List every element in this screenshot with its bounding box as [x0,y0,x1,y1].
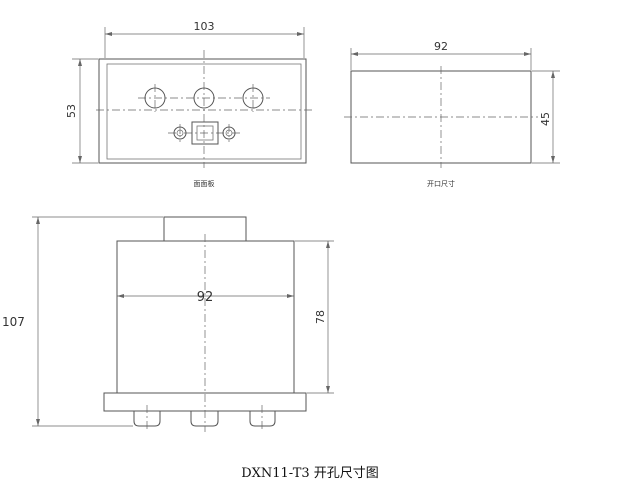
side-width-value: 92 [197,290,214,305]
cutout-width-value: 92 [434,40,448,53]
indicator-lamp-right [242,84,264,112]
foot-center [190,411,219,427]
body-height-value: 78 [314,310,327,324]
front-panel-view: 103 53 面面板 [65,20,312,188]
total-height-value: 107 [2,315,25,329]
panel-width-dimension: 103 [104,20,305,58]
cutout-height-value: 45 [539,112,552,126]
panel-outer-frame [98,58,307,164]
indicator-lamp-left [144,84,166,112]
panel-height-dimension: 53 [65,58,98,164]
screw-right-icon [222,124,236,142]
body-height-dimension: 78 [295,240,334,394]
connector-socket [191,121,219,145]
panel-width-value: 103 [194,20,215,33]
main-body [116,240,295,394]
total-height-dimension: 107 [2,216,163,427]
front-panel-label: 面面板 [194,179,215,188]
indicator-lamp-center [193,87,215,109]
side-width-dimension: 92 [117,290,294,305]
panel-height-value: 53 [65,104,78,118]
screw-left-icon [173,124,187,142]
cutout-view: 92 45 开口尺寸 [344,40,560,188]
cutout-width-dimension: 92 [350,40,532,70]
foot-right [249,411,276,427]
side-view: 92 107 78 [2,216,334,432]
cutout-height-dimension: 45 [532,70,560,164]
cutout-label: 开口尺寸 [427,179,455,188]
figure-caption: DXN11-T3 开孔尺寸图 [241,466,379,481]
